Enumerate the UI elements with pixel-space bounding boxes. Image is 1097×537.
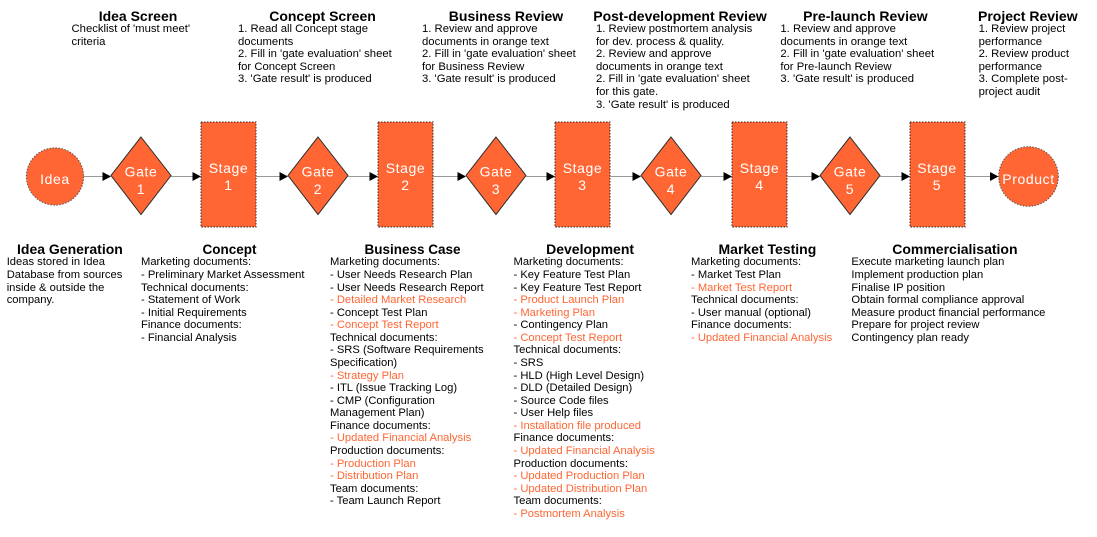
svg-text:Gate: Gate (125, 164, 158, 180)
svg-text:4: 4 (755, 177, 763, 193)
svg-text:4: 4 (667, 181, 675, 197)
svg-text:Idea: Idea (40, 171, 70, 187)
svg-text:Product: Product (1002, 171, 1054, 187)
svg-text:2: 2 (314, 181, 322, 197)
svg-text:Gate: Gate (302, 164, 335, 180)
svg-text:Stage: Stage (563, 160, 603, 176)
svg-text:Stage: Stage (386, 160, 426, 176)
svg-text:5: 5 (846, 181, 854, 197)
svg-text:Gate: Gate (834, 164, 867, 180)
svg-text:5: 5 (933, 177, 941, 193)
svg-text:1: 1 (224, 177, 232, 193)
svg-text:3: 3 (578, 177, 586, 193)
svg-text:2: 2 (401, 177, 409, 193)
svg-text:3: 3 (492, 181, 500, 197)
svg-text:Stage: Stage (740, 160, 780, 176)
svg-text:Gate: Gate (655, 164, 688, 180)
svg-text:Stage: Stage (209, 160, 249, 176)
svg-text:1: 1 (137, 181, 145, 197)
svg-text:Stage: Stage (917, 160, 957, 176)
svg-text:Gate: Gate (480, 164, 513, 180)
